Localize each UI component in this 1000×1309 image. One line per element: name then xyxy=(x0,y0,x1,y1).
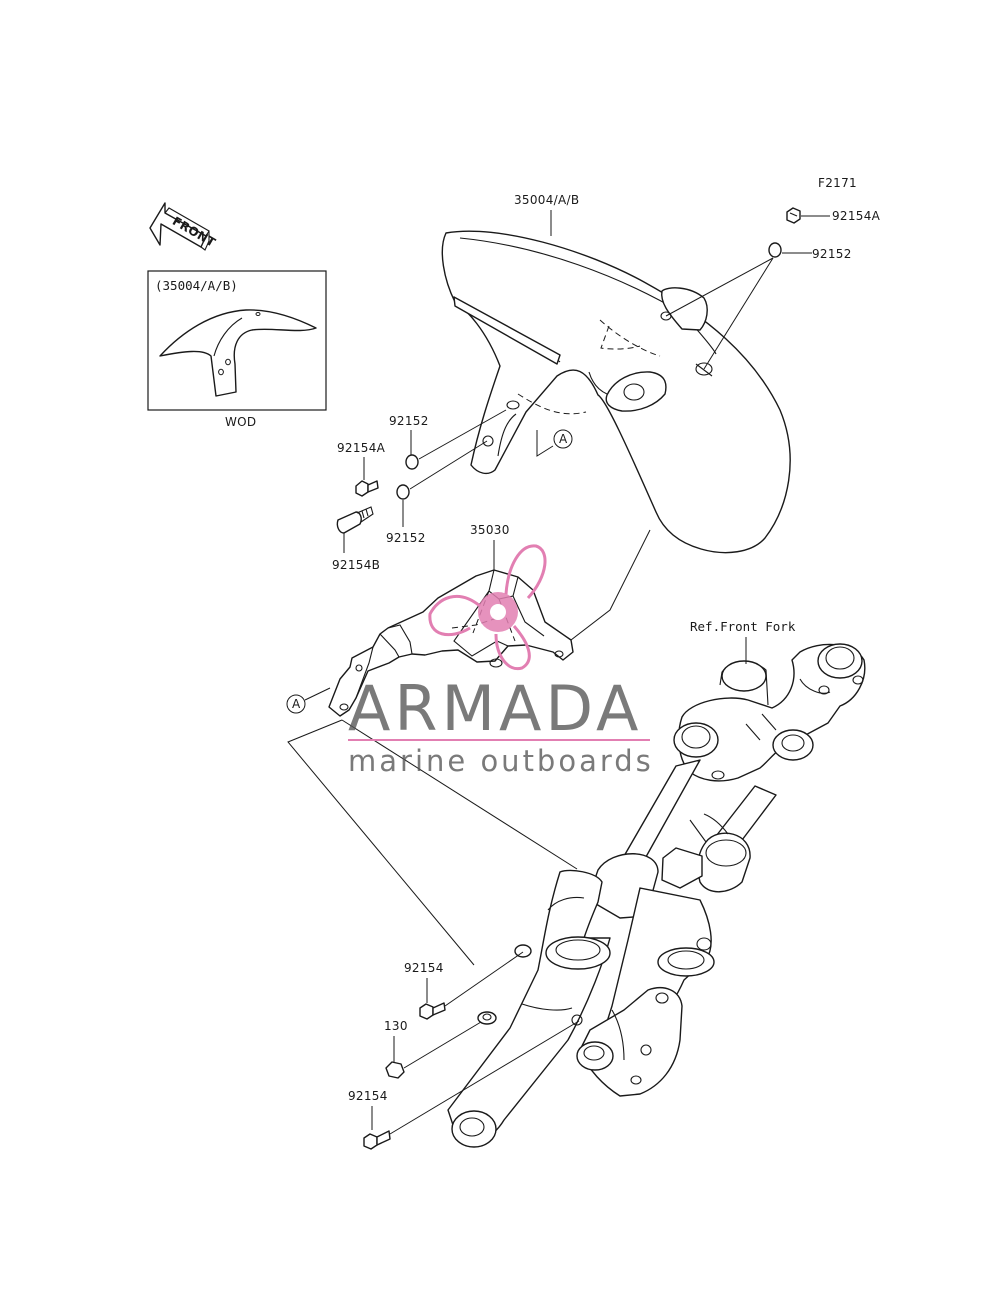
label-130: 130 xyxy=(384,1019,408,1033)
bolt-92154-fork-upper-icon xyxy=(419,1002,446,1020)
inset-title: (35004/A/B) xyxy=(155,278,238,293)
svg-text:A: A xyxy=(292,697,301,711)
inset-box: (35004/A/B) WOD xyxy=(147,270,327,429)
ref-mark-a-lower: A xyxy=(286,687,331,714)
label-fender: 35004/A/B xyxy=(514,193,579,207)
watermark-brand: ARMADA xyxy=(348,672,642,745)
propeller-logo-icon xyxy=(428,544,547,671)
ref-mark-a-upper: A xyxy=(536,429,573,457)
washer-92152-left-upper-icon xyxy=(405,454,419,470)
front-arrow-icon: FRONT xyxy=(149,202,218,251)
label-92152-left-lower: 92152 xyxy=(386,531,426,545)
bolt-92154b-icon xyxy=(336,506,374,534)
label-92154a-top: 92154A xyxy=(832,209,881,223)
label-front-fork-ref: Ref.Front Fork xyxy=(690,619,796,634)
label-35030: 35030 xyxy=(470,523,510,537)
label-92154b: 92154B xyxy=(332,558,380,572)
label-92154-fork-upper: 92154 xyxy=(404,961,444,975)
washer-92152-top-icon xyxy=(768,242,782,258)
bolt-92154-fork-lower-icon xyxy=(363,1130,391,1150)
label-92152-top: 92152 xyxy=(812,247,852,261)
label-92154-fork-lower: 92154 xyxy=(348,1089,388,1103)
inset-fender-icon xyxy=(159,309,317,397)
figure-code: F2171 xyxy=(818,176,857,190)
label-92152-left-upper: 92152 xyxy=(389,414,429,428)
nut-130-icon xyxy=(385,1061,405,1079)
inset-caption: WOD xyxy=(225,415,256,429)
front-fender xyxy=(441,230,791,554)
bolt-92154a-top-icon xyxy=(786,207,801,224)
watermark-tagline: marine outboards xyxy=(348,744,654,778)
bolt-92154a-left-icon xyxy=(355,480,379,497)
label-92154a-left: 92154A xyxy=(337,441,386,455)
washer-92152-left-lower-icon xyxy=(396,484,410,500)
watermark: ARMADA marine outboards xyxy=(348,544,654,778)
svg-text:A: A xyxy=(559,432,568,446)
